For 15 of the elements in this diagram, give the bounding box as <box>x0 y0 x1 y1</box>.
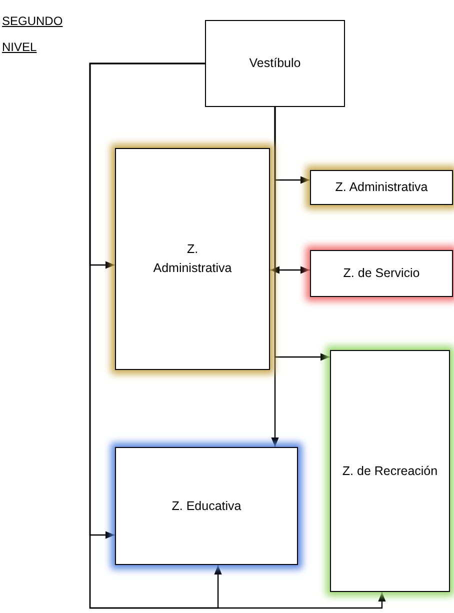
zone-label: Vestíbulo <box>248 55 302 72</box>
zone-box <box>115 447 298 565</box>
zone-label: Z. Administrativa <box>334 179 429 196</box>
zone-label: Z. de Recreación <box>341 462 439 480</box>
arrow <box>89 62 386 609</box>
zone-label: Z. de Servicio <box>342 265 421 282</box>
zone-box <box>310 170 453 205</box>
zone-box <box>330 350 450 592</box>
zone-box <box>310 250 453 297</box>
zone-box <box>115 148 270 370</box>
zone-box <box>205 20 345 107</box>
arrow <box>271 107 279 447</box>
zone-label: Z. Administrativa <box>152 241 233 277</box>
title: SEGUNDO NIVEL <box>2 13 64 56</box>
zone-label: Z. Educativa <box>170 498 242 515</box>
